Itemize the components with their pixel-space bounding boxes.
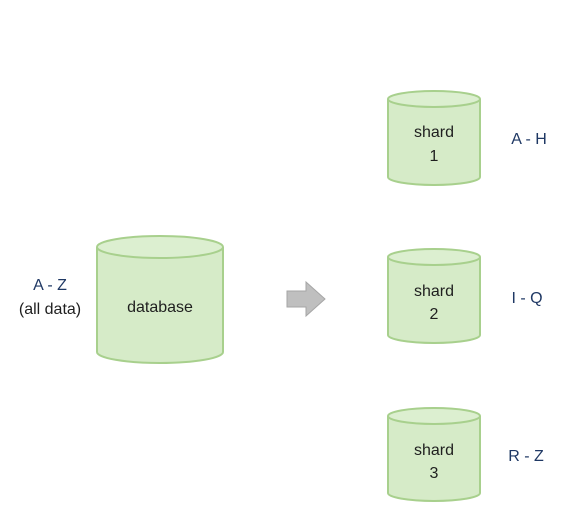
shard-3-cylinder: shard 3 <box>387 407 481 502</box>
shard-1-cylinder: shard 1 <box>387 90 481 186</box>
shard-2-cylinder: shard 2 <box>387 248 481 344</box>
shard-2-name: shard <box>414 283 454 300</box>
shard-2-range: I - Q <box>511 290 542 307</box>
source-database-cylinder: database <box>96 235 224 364</box>
shard-2-number: 2 <box>430 306 439 323</box>
source-range-label: A - Z <box>33 277 67 294</box>
right-arrow-icon <box>286 280 326 318</box>
shard-3-number: 3 <box>430 465 439 482</box>
shard-1-number: 1 <box>430 148 439 165</box>
shard-1-range: A - H <box>511 131 547 148</box>
shard-3-range: R - Z <box>508 448 544 465</box>
database-label: database <box>127 299 193 316</box>
shard-3-name: shard <box>414 442 454 459</box>
source-note-label: (all data) <box>19 301 81 318</box>
shard-1-name: shard <box>414 124 454 141</box>
